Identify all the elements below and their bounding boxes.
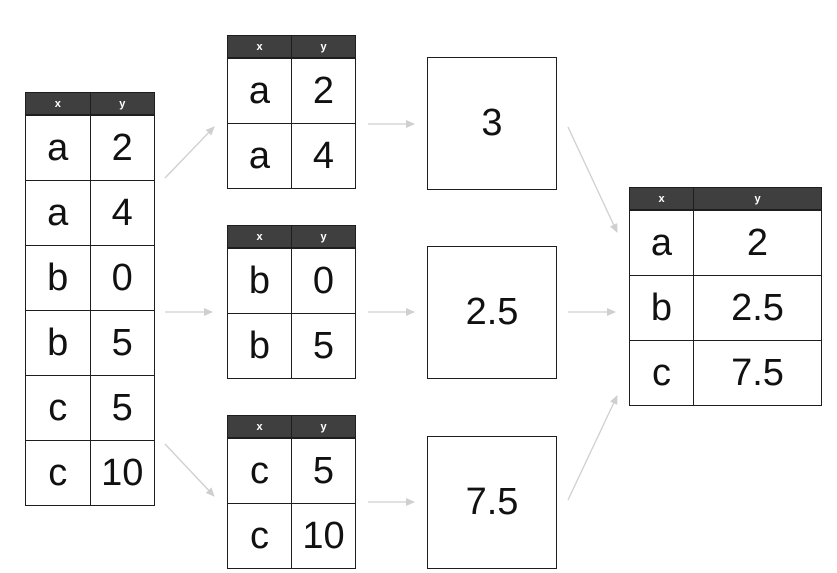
column-header-x: x [227, 35, 292, 59]
cell-x: c [25, 375, 91, 441]
table-row: c 10 [227, 503, 356, 569]
table-header-row: x y [25, 92, 155, 116]
cell-x: a [25, 180, 91, 246]
cell-y: 2 [693, 209, 822, 276]
table-row: a 2 [629, 209, 822, 276]
column-header-x: x [227, 225, 292, 249]
result-box-c: 7.5 [427, 436, 557, 569]
cell-x: a [227, 123, 292, 189]
input-table: x y a 2 a 4 b 0 b 5 c 5 [25, 92, 155, 506]
column-header-y: y [89, 92, 155, 116]
table-row: a 2 [25, 114, 155, 181]
cell-x: b [25, 310, 91, 376]
cell-x: b [629, 275, 694, 341]
table-row: a 4 [25, 180, 155, 246]
table-row: c 5 [25, 375, 155, 441]
split-arrow-a [164, 126, 215, 179]
table-header-row: x y [227, 415, 356, 439]
cell-x: c [25, 440, 91, 506]
combine-arrow-a [567, 126, 618, 233]
table-row: b 0 [25, 245, 155, 311]
column-header-y: y [291, 415, 356, 439]
output-table: x y a 2 b 2.5 c 7.5 [629, 187, 822, 406]
group-table-c: x y c 5 c 10 [227, 415, 356, 569]
cell-y: 7.5 [693, 340, 822, 406]
column-header-y: y [291, 225, 356, 249]
cell-x: a [629, 209, 694, 276]
cell-x: b [25, 245, 91, 311]
cell-y: 4 [89, 180, 155, 246]
table-row: b 5 [227, 313, 356, 379]
cell-y: 10 [89, 440, 155, 506]
cell-y: 0 [89, 245, 155, 311]
cell-y: 2 [89, 114, 155, 181]
table-header-row: x y [629, 187, 822, 211]
table-row: b 0 [227, 247, 356, 314]
cell-x: c [227, 437, 292, 504]
table-row: c 7.5 [629, 340, 822, 406]
result-box-b: 2.5 [427, 246, 557, 379]
cell-x: a [227, 57, 292, 124]
table-header-row: x y [227, 35, 356, 59]
cell-y: 0 [291, 247, 356, 314]
cell-y: 4 [291, 123, 356, 189]
table-row: b 2.5 [629, 275, 822, 341]
combine-arrow-c [567, 395, 618, 501]
cell-y: 5 [89, 375, 155, 441]
split-arrow-c [164, 443, 215, 497]
column-header-y: y [693, 187, 822, 211]
cell-y: 5 [291, 437, 356, 504]
cell-x: c [227, 503, 292, 569]
cell-y: 2.5 [693, 275, 822, 341]
cell-x: a [25, 114, 91, 181]
cell-x: b [227, 247, 292, 314]
table-row: b 5 [25, 310, 155, 376]
result-box-a: 3 [427, 57, 557, 190]
cell-y: 5 [89, 310, 155, 376]
column-header-y: y [291, 35, 356, 59]
cell-x: b [227, 313, 292, 379]
table-row: c 5 [227, 437, 356, 504]
column-header-x: x [227, 415, 292, 439]
cell-y: 5 [291, 313, 356, 379]
table-row: a 2 [227, 57, 356, 124]
group-table-a: x y a 2 a 4 [227, 35, 356, 189]
cell-y: 2 [291, 57, 356, 124]
table-row: a 4 [227, 123, 356, 189]
table-header-row: x y [227, 225, 356, 249]
column-header-x: x [25, 92, 91, 116]
cell-y: 10 [291, 503, 356, 569]
cell-x: c [629, 340, 694, 406]
table-row: c 10 [25, 440, 155, 506]
group-table-b: x y b 0 b 5 [227, 225, 356, 379]
column-header-x: x [629, 187, 694, 211]
